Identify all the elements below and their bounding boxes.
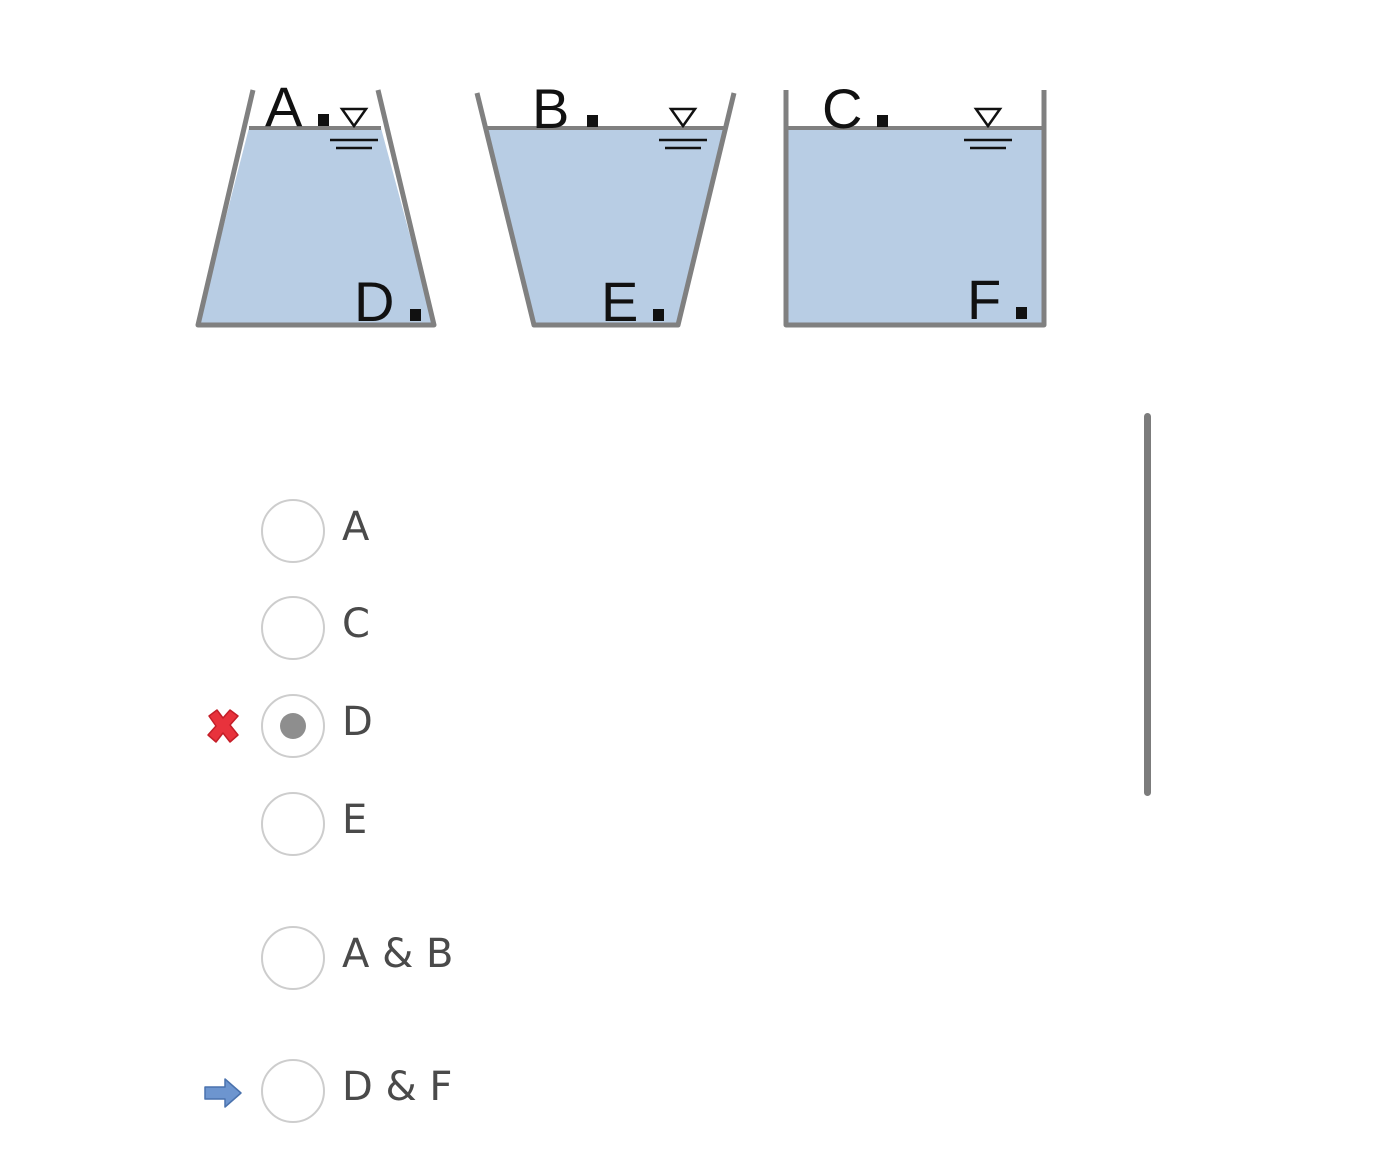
option-label-a: A (342, 504, 370, 550)
point-marker-a (318, 114, 329, 126)
option-label-c: C (342, 601, 370, 647)
point-label-c: C (822, 77, 862, 140)
answer-option-d[interactable]: D (0, 694, 700, 760)
point-marker-b (587, 115, 598, 127)
answer-option-a[interactable]: A (0, 499, 700, 565)
point-label-d: D (354, 270, 394, 333)
radio-button-d-and-f[interactable] (261, 1059, 325, 1123)
radio-button-a-and-b[interactable] (261, 926, 325, 990)
incorrect-x-icon (207, 709, 239, 743)
radio-button-e[interactable] (261, 792, 325, 856)
point-marker-e (653, 309, 664, 321)
tank-b-e: B E (474, 77, 737, 333)
answer-option-a-and-b[interactable]: A & B (0, 926, 700, 992)
radio-button-c[interactable] (261, 596, 325, 660)
water-level-icon (330, 107, 378, 150)
radio-button-d[interactable] (261, 694, 325, 758)
tank-a-d: A D (195, 75, 437, 333)
point-marker-c (877, 115, 888, 127)
water-level-icon (964, 107, 1012, 150)
point-label-f: F (967, 268, 1001, 331)
option-label-d-and-f: D & F (342, 1064, 453, 1110)
point-label-a: A (265, 75, 303, 138)
option-label-a-and-b: A & B (342, 931, 454, 977)
point-label-e: E (601, 270, 638, 333)
scrollbar[interactable] (1144, 413, 1151, 796)
water-level-icon (659, 107, 707, 150)
option-label-d: D (342, 699, 373, 745)
tanks-figure: A D B E C F (195, 75, 1047, 333)
radio-button-a[interactable] (261, 499, 325, 563)
answer-option-d-and-f[interactable]: D & F (0, 1059, 700, 1125)
point-marker-f (1016, 307, 1027, 319)
option-label-e: E (342, 797, 368, 843)
point-marker-d (410, 309, 421, 321)
point-label-b: B (532, 77, 569, 140)
tank-c-f: C F (783, 77, 1047, 331)
correct-answer-arrow-icon (204, 1078, 242, 1108)
answer-option-e[interactable]: E (0, 792, 700, 858)
answer-option-c[interactable]: C (0, 596, 700, 662)
